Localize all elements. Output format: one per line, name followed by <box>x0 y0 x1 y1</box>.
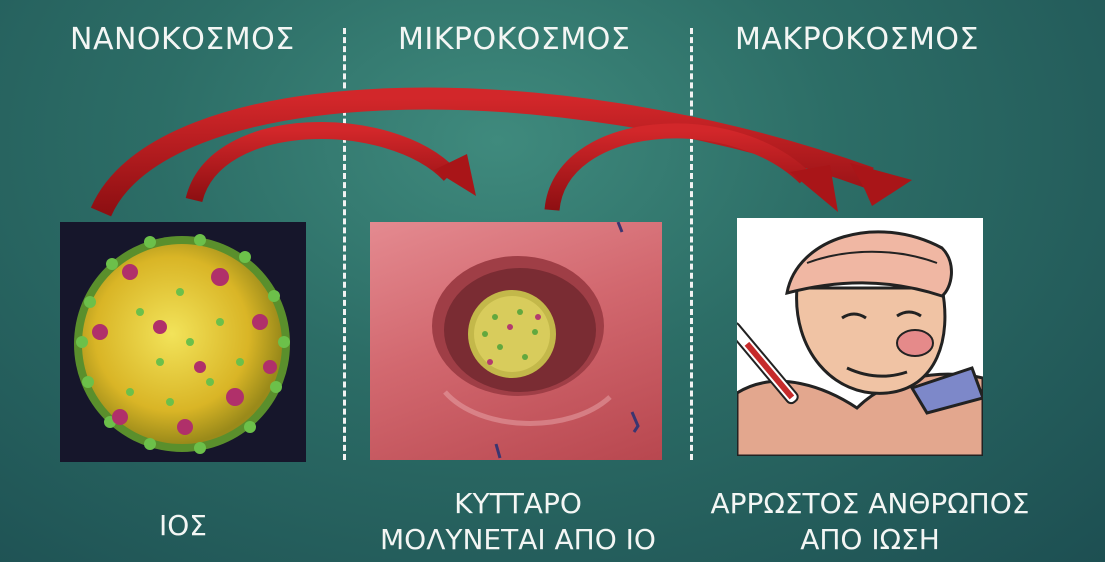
caption-sick-person-line-2: ΑΠΟ ΙΩΣΗ <box>690 522 1050 558</box>
caption-sick-person: ΑΡΡΩΣΤΟΣ ΑΝΘΡΩΠΟΣ ΑΠΟ ΙΩΣΗ <box>690 486 1050 558</box>
sick-person-image <box>737 218 983 456</box>
caption-virus-line-1: ΙΟΣ <box>133 508 233 544</box>
virus-image <box>60 222 306 462</box>
infected-cell-icon <box>370 222 662 460</box>
sick-person-icon <box>737 218 983 456</box>
cell-image <box>370 222 662 460</box>
arrow-nano-to-micro <box>194 130 476 200</box>
caption-sick-person-line-1: ΑΡΡΩΣΤΟΣ ΑΝΘΡΩΠΟΣ <box>690 486 1050 522</box>
virus-particle-icon <box>60 222 306 462</box>
caption-cell-line-2: ΜΟΛΥΝΕΤΑΙ ΑΠΟ ΙΟ <box>358 522 678 558</box>
caption-virus: ΙΟΣ <box>133 508 233 544</box>
caption-cell-line-1: ΚΥΤΤΑΡΟ <box>358 486 678 522</box>
caption-cell: ΚΥΤΤΑΡΟ ΜΟΛΥΝΕΤΑΙ ΑΠΟ ΙΟ <box>358 486 678 558</box>
